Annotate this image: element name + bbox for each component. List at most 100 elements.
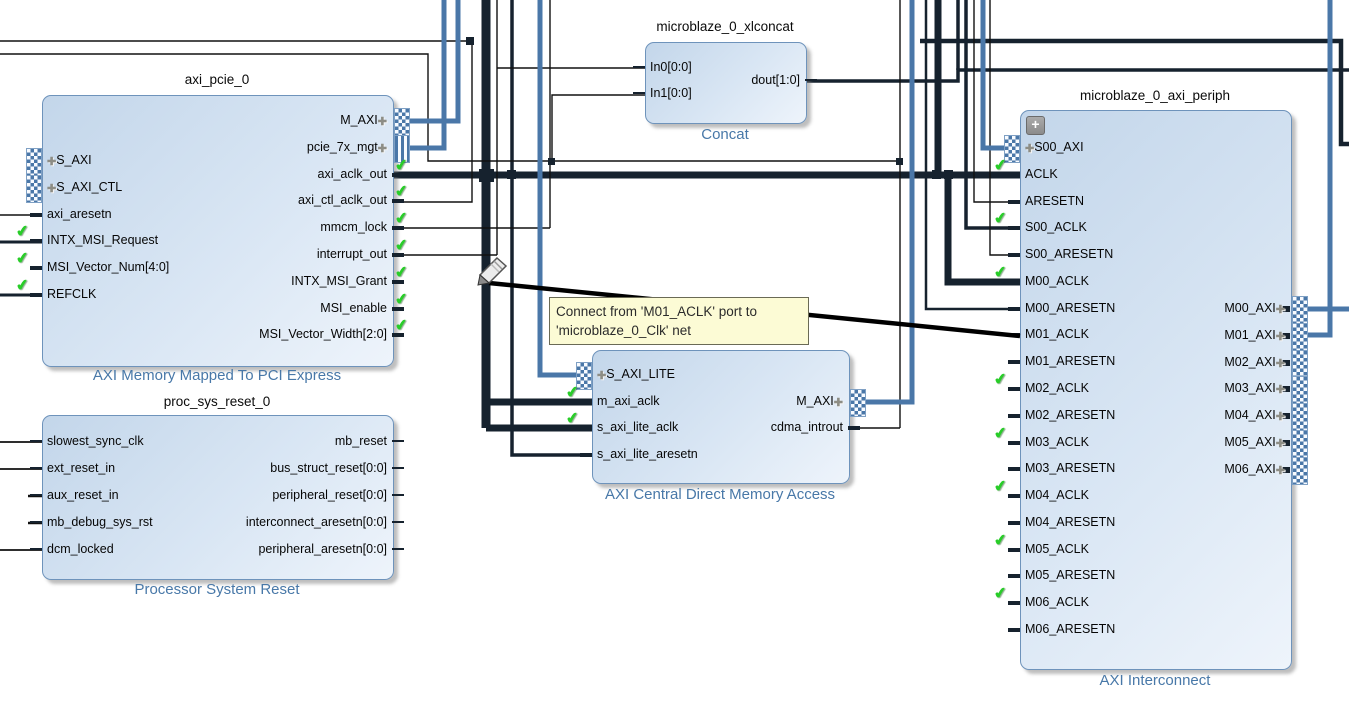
port-interconnect_aresetn[0:0][interactable]: interconnect_aresetn[0:0] — [245, 515, 387, 529]
port-stub-mb_debug_sys_rst — [30, 521, 42, 523]
port-stub-bus_struct_reset[0:0] — [392, 467, 404, 469]
port-peripheral_aresetn[0:0][interactable]: peripheral_aresetn[0:0] — [258, 542, 387, 556]
interface-connector-M05_AXI[interactable] — [1292, 429, 1308, 458]
port-stub-INTX_MSI_Grant — [392, 279, 404, 284]
port-M_AXI[interactable]: M_AXI✚ — [597, 393, 843, 410]
interface-connector-M03_AXI[interactable] — [1292, 376, 1308, 405]
port-stub-M06_ARESETN — [1008, 628, 1020, 633]
port-M06_AXI[interactable]: M06_AXI✚ — [1025, 461, 1285, 478]
interface-plus-icon: ✚ — [1275, 411, 1285, 424]
port-interrupt_out[interactable]: interrupt_out — [316, 247, 387, 261]
port-MSI_Vector_Num[4:0][interactable]: MSI_Vector_Num[4:0] — [47, 260, 170, 275]
port-M05_ACLK[interactable]: M05_ACLK — [1025, 541, 1089, 556]
interface-connector-M01_AXI[interactable] — [1292, 322, 1308, 351]
port-axi_ctl_aclk_out[interactable]: axi_ctl_aclk_out — [298, 193, 387, 208]
port-mmcm_lock[interactable]: mmcm_lock — [320, 220, 387, 235]
port-M05_ARESETN[interactable]: M05_ARESETN — [1025, 568, 1116, 583]
port-M01_AXI[interactable]: M01_AXI✚ — [1025, 327, 1285, 344]
interface-plus-icon: ✚ — [833, 397, 843, 409]
check-icon-M00_ACLK: ✔ — [992, 263, 1008, 282]
port-ACLK[interactable]: ACLK — [1025, 166, 1058, 181]
interface-connector-M02_AXI[interactable] — [1292, 349, 1308, 378]
interface-plus-icon: ✚ — [1025, 143, 1035, 155]
port-stub-s_axi_lite_aresetn — [580, 452, 592, 457]
port-MSI_enable[interactable]: MSI_enable — [320, 300, 387, 315]
port-M04_ACLK[interactable]: M04_ACLK — [1025, 488, 1089, 503]
port-stub-M01_ARESETN — [1008, 360, 1020, 365]
port-M06_ACLK[interactable]: M06_ACLK — [1025, 595, 1089, 610]
expand-block-button[interactable]: + — [1026, 116, 1045, 135]
port-dout[1:0][interactable]: dout[1:0] — [751, 73, 800, 87]
check-icon-S00_ACLK: ✔ — [992, 209, 1008, 229]
port-M04_ARESETN[interactable]: M04_ARESETN — [1025, 514, 1116, 529]
interface-connector-M_AXI[interactable] — [850, 389, 866, 417]
port-M06_ARESETN[interactable]: M06_ARESETN — [1025, 622, 1116, 637]
port-stub-ext_reset_in — [30, 467, 42, 469]
port-INTX_MSI_Grant[interactable]: INTX_MSI_Grant — [291, 273, 387, 288]
port-stub-slowest_sync_clk — [30, 440, 42, 442]
port-M01_ACLK[interactable]: M01_ACLK — [1025, 327, 1089, 342]
interface-connector-S_AXI[interactable] — [26, 148, 42, 176]
interface-connector-M_AXI[interactable] — [394, 108, 410, 136]
interface-connector-M00_AXI[interactable] — [1292, 296, 1308, 324]
block-subtitle-axi_cdma: AXI Central Direct Memory Access — [604, 486, 836, 503]
ip-block-proc_sys_reset_0[interactable] — [42, 415, 394, 580]
port-M03_ARESETN[interactable]: M03_ARESETN — [1025, 461, 1116, 476]
port-stub-M02_ACLK — [1008, 387, 1020, 392]
port-M00_AXI[interactable]: M00_AXI✚ — [1025, 300, 1285, 317]
port-dcm_locked[interactable]: dcm_locked — [47, 542, 114, 556]
port-s_axi_lite_aclk[interactable]: s_axi_lite_aclk — [597, 420, 679, 435]
port-mb_reset[interactable]: mb_reset — [334, 434, 387, 448]
port-stub-mb_reset — [392, 440, 404, 442]
interface-connector-S_AXI_LITE[interactable] — [576, 362, 592, 390]
interface-plus-icon: ✚ — [1275, 464, 1285, 477]
interface-plus-icon: ✚ — [1275, 304, 1285, 316]
port-stub-M05_ARESETN — [1008, 574, 1020, 579]
port-pcie_7x_mgt[interactable]: pcie_7x_mgt✚ — [47, 139, 387, 156]
port-m_axi_aclk[interactable]: m_axi_aclk — [597, 393, 660, 408]
port-bus_struct_reset[0:0][interactable]: bus_struct_reset[0:0] — [270, 461, 387, 475]
block-subtitle-axi_pcie_0: AXI Memory Mapped To PCI Express — [92, 367, 342, 384]
port-M02_ARESETN[interactable]: M02_ARESETN — [1025, 407, 1116, 422]
port-M03_ACLK[interactable]: M03_ACLK — [1025, 434, 1089, 449]
port-M04_AXI[interactable]: M04_AXI✚ — [1025, 407, 1285, 424]
port-s_axi_lite_aresetn[interactable]: s_axi_lite_aresetn — [597, 446, 698, 461]
port-peripheral_reset[0:0][interactable]: peripheral_reset[0:0] — [272, 488, 387, 502]
port-REFCLK[interactable]: REFCLK — [47, 287, 97, 301]
interface-connector-S00_AXI[interactable] — [1004, 135, 1020, 163]
port-S00_AXI[interactable]: ✚S00_AXI — [1025, 139, 1285, 156]
port-ARESETN[interactable]: ARESETN — [1025, 193, 1085, 208]
port-stub-M02_AXI — [1282, 359, 1290, 366]
port-S_AXI_LITE[interactable]: ✚S_AXI_LITE — [597, 366, 843, 383]
port-MSI_Vector_Width[2:0][interactable]: MSI_Vector_Width[2:0] — [259, 327, 387, 342]
block-title-microblaze_0_xlconcat: microblaze_0_xlconcat — [656, 19, 794, 34]
interface-plus-icon: ✚ — [1275, 330, 1285, 343]
port-M02_ACLK[interactable]: M02_ACLK — [1025, 381, 1089, 396]
block-subtitle-microblaze_0_xlconcat: Concat — [701, 126, 749, 143]
port-S00_ARESETN[interactable]: S00_ARESETN — [1025, 247, 1114, 262]
port-M00_ACLK[interactable]: M00_ACLK — [1025, 273, 1089, 288]
port-M00_ARESETN[interactable]: M00_ARESETN — [1025, 300, 1116, 315]
port-M01_ARESETN[interactable]: M01_ARESETN — [1025, 354, 1116, 369]
ip-block-axi_cdma[interactable] — [592, 350, 850, 484]
port-slowest_sync_clk[interactable]: slowest_sync_clk — [47, 434, 144, 448]
interface-connector-M04_AXI[interactable] — [1292, 403, 1308, 432]
port-stub-M05_ACLK — [1008, 547, 1020, 552]
port-M02_AXI[interactable]: M02_AXI✚ — [1025, 354, 1285, 371]
port-S00_ACLK[interactable]: S00_ACLK — [1025, 220, 1087, 235]
port-aux_reset_in[interactable]: aux_reset_in — [47, 488, 119, 502]
port-axi_aclk_out[interactable]: axi_aclk_out — [317, 166, 388, 181]
port-ext_reset_in[interactable]: ext_reset_in — [47, 461, 116, 475]
port-INTX_MSI_Request[interactable]: INTX_MSI_Request — [47, 233, 159, 248]
port-axi_aresetn[interactable]: axi_aresetn — [47, 206, 112, 221]
interface-connector-M06_AXI[interactable] — [1292, 456, 1308, 485]
port-mb_debug_sys_rst[interactable]: mb_debug_sys_rst — [47, 515, 153, 529]
port-M05_AXI[interactable]: M05_AXI✚ — [1025, 434, 1285, 451]
port-stub-aux_reset_in — [30, 494, 42, 496]
port-M03_AXI[interactable]: M03_AXI✚ — [1025, 380, 1285, 397]
port-M_AXI[interactable]: M_AXI✚ — [47, 112, 387, 129]
port-cdma_introut[interactable]: cdma_introut — [770, 420, 843, 434]
check-icon-M02_ACLK: ✔ — [992, 370, 1008, 389]
interface-connector-S_AXI_CTL[interactable] — [26, 174, 42, 203]
